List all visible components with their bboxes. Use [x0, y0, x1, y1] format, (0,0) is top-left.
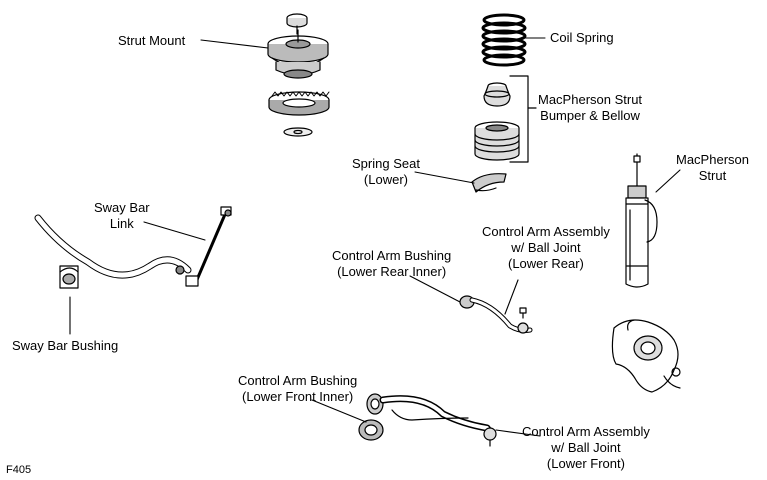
label-coil-spring: Coil Spring [550, 30, 614, 45]
sway-bar-drawing [34, 214, 192, 289]
figure-id: F405 [6, 464, 32, 476]
label-line: (Lower Front Inner) [241, 389, 354, 404]
steering-knuckle-drawing [611, 319, 681, 393]
label-line: (Lower Rear Inner) [337, 264, 447, 279]
label-line: w/ Ball Joint [551, 440, 621, 455]
strut-bumper-drawing [483, 82, 511, 107]
control-arm-front-drawing [358, 393, 497, 447]
label-line: Strut [698, 168, 727, 183]
label-line: Bumper & Bellow [540, 108, 640, 123]
spring-seat-drawing [471, 173, 507, 193]
leader-lines [69, 37, 681, 437]
coil-spring-drawing [481, 13, 527, 67]
label-line: Control Arm Bushing [238, 373, 358, 388]
label-line: Control Arm Assembly [522, 424, 650, 439]
strut-bellow-drawing [474, 121, 520, 161]
label-line: Spring Seat [352, 156, 420, 171]
label-control-arm-assembly-rear: Control Arm Assembly w/ Ball Joint (Lowe… [482, 224, 610, 272]
label-spring-seat: Spring Seat (Lower) [352, 156, 420, 188]
label-macpherson-strut: MacPherson Strut [676, 152, 749, 184]
label-line: Sway Bar [94, 200, 150, 215]
bracket-line [509, 75, 529, 163]
label-sway-bar-link: Sway Bar Link [94, 200, 150, 232]
label-strut-mount: Strut Mount [118, 33, 186, 48]
label-line: Link [109, 216, 134, 231]
label-line: MacPherson [676, 152, 749, 167]
label-control-arm-assembly-front: Control Arm Assembly w/ Ball Joint (Lowe… [522, 424, 650, 472]
label-line: (Lower) [363, 172, 408, 187]
label-line: MacPherson Strut [538, 92, 643, 107]
strut-mount-drawing [267, 13, 330, 137]
label-line: Control Arm Assembly [482, 224, 610, 239]
label-control-arm-bushing-rear: Control Arm Bushing (Lower Rear Inner) [332, 248, 451, 280]
macpherson-strut-drawing [625, 153, 658, 288]
sway-bar-link-drawing [175, 206, 232, 287]
label-line: (Lower Rear) [508, 256, 584, 271]
label-sway-bar-bushing: Sway Bar Bushing [12, 338, 119, 353]
control-arm-rear-drawing [459, 295, 533, 334]
label-control-arm-bushing-front: Control Arm Bushing (Lower Front Inner) [238, 373, 357, 405]
label-line: w/ Ball Joint [511, 240, 581, 255]
label-line: (Lower Front) [546, 456, 625, 471]
label-line: Control Arm Bushing [332, 248, 452, 263]
label-macpherson-strut-bumper-bellow: MacPherson Strut Bumper & Bellow [538, 92, 642, 124]
